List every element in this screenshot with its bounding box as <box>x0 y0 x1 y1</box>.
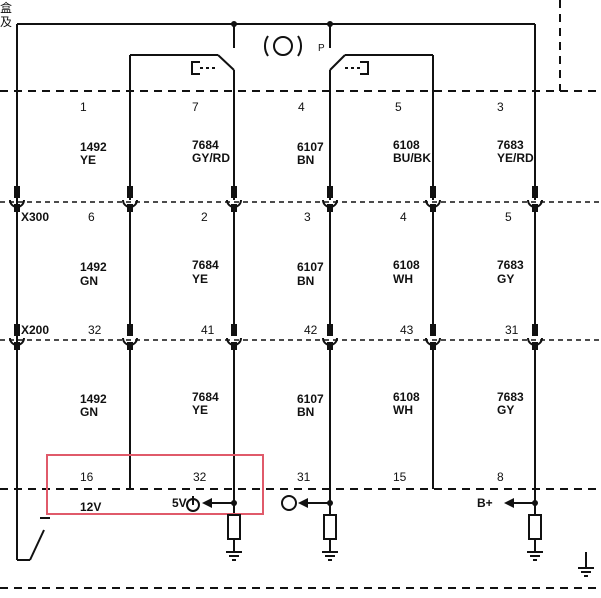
wire-color: YE <box>80 153 96 167</box>
circuit-number: 6108 <box>393 138 420 152</box>
row-top: 1 7 4 5 3 1492 7684 6107 6108 7683 YE GY… <box>80 100 534 167</box>
circuit-number: 7683 <box>497 138 524 152</box>
wire-color: YE/RD <box>497 151 534 165</box>
supply-5v-label: 5V <box>172 496 187 510</box>
circuit-number: 6107 <box>297 140 324 154</box>
pin-number: 3 <box>304 210 311 224</box>
pin-number: 5 <box>395 100 402 114</box>
circuit-number: 6108 <box>393 258 420 272</box>
pin-number: 4 <box>298 100 305 114</box>
connector-pin-heads <box>14 186 538 350</box>
pin-number: 31 <box>505 323 519 337</box>
bottom-components <box>29 495 594 577</box>
circuit-number: 7684 <box>192 258 219 272</box>
wire-color: GN <box>80 274 98 288</box>
wire-color: BN <box>297 153 314 167</box>
circuit-number: 7683 <box>497 258 524 272</box>
pin-number: 41 <box>201 323 215 337</box>
wire-color: BU/BK <box>393 151 431 165</box>
wire-color: GY/RD <box>192 151 230 165</box>
row-bottom: 16 32 31 15 8 12V 5V B+ <box>80 470 504 514</box>
pin-number: 8 <box>497 470 504 484</box>
title-fragment-1: 盒 <box>0 0 12 15</box>
wire-color: BN <box>297 405 314 419</box>
pin-number: 15 <box>393 470 407 484</box>
circuit-number: 6108 <box>393 390 420 404</box>
supply-12v-label: 12V <box>80 500 101 514</box>
row-x200: 32 41 42 43 31 1492 7684 6107 6108 7683 … <box>80 323 524 419</box>
pin-number: 32 <box>88 323 102 337</box>
wire-color: GY <box>497 403 514 417</box>
arrowheads <box>202 498 538 508</box>
supply-bplus-label: B+ <box>477 496 493 510</box>
wire-color: GN <box>80 405 98 419</box>
highlight-box <box>46 454 264 515</box>
pin-number: 5 <box>505 210 512 224</box>
pin-number: 32 <box>193 470 207 484</box>
wire-color: WH <box>393 272 413 286</box>
pin-number: 31 <box>297 470 311 484</box>
switch-junctions <box>231 21 333 27</box>
circuit-number: 1492 <box>80 140 107 154</box>
wire-color: YE <box>192 403 208 417</box>
wire-color: YE <box>192 272 208 286</box>
circuit-number: 7684 <box>192 138 219 152</box>
pin-number: 2 <box>201 210 208 224</box>
connector-x300-label: X300 <box>21 210 49 224</box>
circuit-number: 6107 <box>297 260 324 274</box>
brake-switch <box>16 23 536 560</box>
circuit-number: 1492 <box>80 392 107 406</box>
wire-color: BN <box>297 274 314 288</box>
pin-number: 6 <box>88 210 95 224</box>
pin-number: 3 <box>497 100 504 114</box>
pin-number: 1 <box>80 100 87 114</box>
connector-x200-label: X200 <box>21 323 49 337</box>
circuit-number: 7684 <box>192 390 219 404</box>
pin-number: 4 <box>400 210 407 224</box>
pin-number: 43 <box>400 323 414 337</box>
pin-number: 42 <box>304 323 318 337</box>
switch-p-label: P <box>318 43 325 54</box>
wire-color: WH <box>393 403 413 417</box>
wire-color: GY <box>497 272 514 286</box>
circuit-number: 1492 <box>80 260 107 274</box>
connector-lines <box>0 201 601 341</box>
pin-number: 7 <box>192 100 199 114</box>
pin-number: 16 <box>80 470 94 484</box>
circuit-number: 7683 <box>497 390 524 404</box>
title-fragment-2: 及 <box>0 15 12 29</box>
circuit-number: 6107 <box>297 392 324 406</box>
harness-wires <box>16 212 536 561</box>
row-x300: 6 2 3 4 5 1492 7684 6107 6108 7683 GN YE… <box>80 210 524 288</box>
